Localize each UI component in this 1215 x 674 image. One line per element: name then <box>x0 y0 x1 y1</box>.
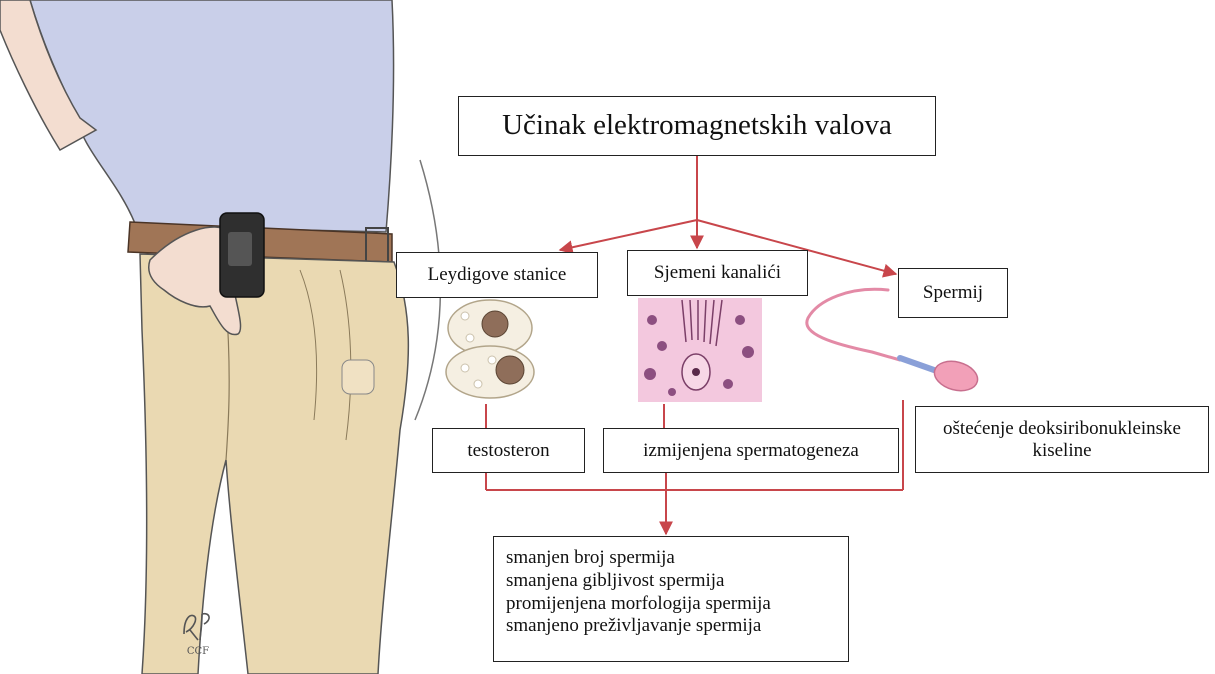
sperm-head <box>931 357 981 395</box>
testosterone-label: testosteron <box>432 428 585 473</box>
seminiferous-tubules-label: Sjemeni kanalići <box>627 250 808 296</box>
tissue-nucleus <box>644 368 656 380</box>
sperm-midpiece <box>900 358 934 370</box>
title-box: Učinak elektromagnetskih valova <box>458 96 936 156</box>
outcomes-box: smanjen broj spermija smanjena gibljivos… <box>493 536 849 662</box>
leydig-vacuole <box>474 380 482 388</box>
leydig-vacuole <box>461 364 469 372</box>
leydig-cells-illustration <box>446 300 534 398</box>
sperm-label: Spermij <box>898 268 1008 318</box>
leydig-vacuole <box>466 334 474 342</box>
leydig-cells-label: Leydigove stanice <box>396 252 598 298</box>
dna-damage-label: oštećenje deoksiribonukleinske kiseline <box>915 406 1209 473</box>
leydig-nucleus-top <box>482 311 508 337</box>
tissue-nucleus <box>692 368 700 376</box>
altered-spermatogenesis-label: izmijenjena spermatogeneza <box>603 428 899 473</box>
arrow-to-leydig <box>560 220 697 250</box>
leydig-nucleus-bottom <box>496 356 524 384</box>
shirt <box>30 0 394 232</box>
svg-text:CCF: CCF <box>187 646 209 657</box>
leydig-vacuole <box>461 312 469 320</box>
tissue-nucleus <box>735 315 745 325</box>
man-illustration <box>0 0 440 674</box>
outcome-item: smanjen broj spermija <box>506 547 836 570</box>
seminiferous-tissue-illustration <box>638 298 762 402</box>
device-screen <box>228 232 252 266</box>
tissue-nucleus <box>657 341 667 351</box>
pocket-item <box>342 360 374 394</box>
tissue-nucleus <box>723 379 733 389</box>
leydig-vacuole <box>488 356 496 364</box>
artist-signature: CCF <box>178 608 218 664</box>
tissue-nucleus <box>668 388 676 396</box>
tissue-nucleus <box>742 346 754 358</box>
outcome-item: smanjena gibljivost spermija <box>506 570 836 593</box>
tissue-nucleus <box>647 315 657 325</box>
sperm-tail <box>807 289 900 360</box>
outcome-item: promijenjena morfologija spermija <box>506 593 836 616</box>
outcome-item: smanjeno preživljavanje spermija <box>506 615 836 638</box>
